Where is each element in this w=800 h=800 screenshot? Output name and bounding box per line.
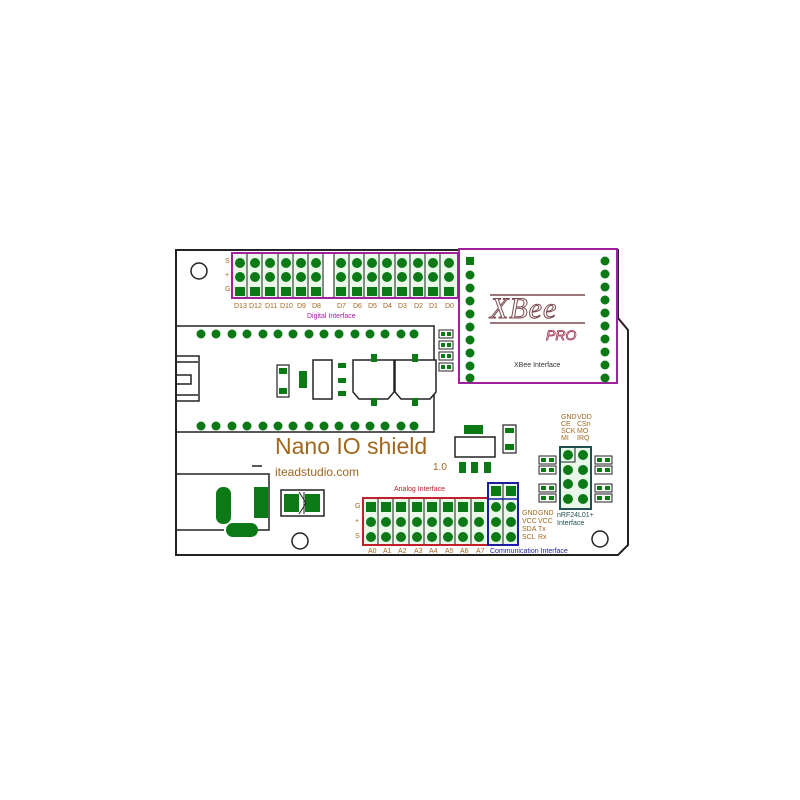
crystal — [394, 359, 437, 400]
pin-label-d9: D9 — [297, 303, 306, 310]
nrf-pin-label: IRQ — [577, 435, 590, 442]
xbee-right-pins — [600, 256, 610, 383]
pin-label-d10: D10 — [280, 303, 293, 310]
nrf-pin-label: VDD — [577, 414, 592, 421]
pin-label-d12: D12 — [249, 303, 262, 310]
pin-label-d11: D11 — [265, 303, 278, 310]
nrf-pin-label: MO — [577, 428, 589, 435]
resistor-pad — [299, 371, 307, 388]
pin-label-a5: A5 — [445, 548, 454, 555]
board-version: 1.0 — [433, 462, 447, 473]
comm-pin-label: VCC — [522, 518, 537, 525]
mounting-hole — [591, 530, 609, 548]
nrf-pin-label: CSn — [577, 421, 591, 428]
pin-label-a6: A6 — [460, 548, 469, 555]
pin-label-a3: A3 — [414, 548, 423, 555]
mounting-hole — [190, 262, 208, 280]
communication-interface-label: Communication Interface — [490, 548, 568, 555]
digital-row-label-plus: + — [225, 272, 230, 279]
comm-pin-label: VCC — [538, 518, 553, 525]
nrf-pin-label: SCK — [561, 428, 576, 435]
nrf24-interface-label-1: nRF24L01+ — [557, 512, 594, 519]
xbee-left-pins — [465, 270, 475, 383]
pin-label-d1: D1 — [429, 303, 438, 310]
nrf-pin-label: CE — [561, 421, 571, 428]
communication-pins — [491, 486, 516, 542]
nano-bottom-pin-row — [196, 421, 419, 431]
board-title: Nano IO shield — [275, 433, 428, 459]
comm-pin-label: SDA — [522, 526, 537, 533]
pin-label-d7: D7 — [337, 303, 346, 310]
analog-pins — [366, 502, 484, 542]
nrf24-interface-label-2: Interface — [557, 520, 585, 527]
nrf24-pins — [563, 450, 588, 504]
digital-interface-label: Digital Interface — [307, 313, 356, 320]
regulator-chip — [312, 359, 333, 400]
pin-label-a1: A1 — [383, 548, 392, 555]
pin-label-d13: D13 — [234, 303, 247, 310]
board-website: iteadstudio.com — [275, 465, 360, 479]
xbee-interface-label: XBee Interface — [514, 362, 561, 369]
analog-row-label-plus: + — [355, 518, 360, 525]
voltage-regulator — [454, 436, 496, 458]
pin-label-d3: D3 — [398, 303, 407, 310]
crystal — [352, 359, 395, 400]
nano-top-pin-row — [196, 329, 419, 339]
pin-label-d4: D4 — [383, 303, 392, 310]
pin-label-d2: D2 — [414, 303, 423, 310]
solder-jumpers — [438, 329, 454, 372]
digital-row-label-g: G — [225, 286, 231, 293]
xbee-pro-logo: PRO — [546, 327, 577, 344]
analog-row-label-g: G — [355, 503, 361, 510]
pin-label-d0: D0 — [445, 303, 454, 310]
pin-label-d5: D5 — [368, 303, 377, 310]
comm-pin-label: GND — [538, 510, 554, 517]
pin-label-a0: A0 — [368, 548, 377, 555]
comm-pin-label: Tx — [538, 526, 546, 533]
xbee-logo: XBee — [489, 292, 558, 326]
comm-pin-label: GND — [522, 510, 538, 517]
nrf-pin-label: GND — [561, 414, 577, 421]
digital-row-label-s: S — [225, 258, 230, 265]
nrf24-side-jumpers — [538, 455, 613, 503]
nrf-pin-label: MI — [561, 435, 569, 442]
pin-label-a2: A2 — [398, 548, 407, 555]
power-jack-icon — [176, 465, 270, 531]
comm-pin-label: Rx — [538, 534, 547, 541]
pin-label-a4: A4 — [429, 548, 438, 555]
comm-pin-label: SCL — [522, 534, 536, 541]
digital-pins — [235, 258, 454, 296]
pin-label-d8: D8 — [312, 303, 321, 310]
xbee-frame — [458, 248, 618, 384]
mounting-hole — [291, 532, 309, 550]
usb-connector-icon — [175, 355, 200, 402]
digital-column-dividers — [246, 254, 441, 297]
pin-label-d6: D6 — [353, 303, 362, 310]
analog-row-label-s: S — [355, 533, 360, 540]
pin-label-a7: A7 — [476, 548, 485, 555]
analog-interface-label: Analog Interface — [394, 486, 445, 493]
